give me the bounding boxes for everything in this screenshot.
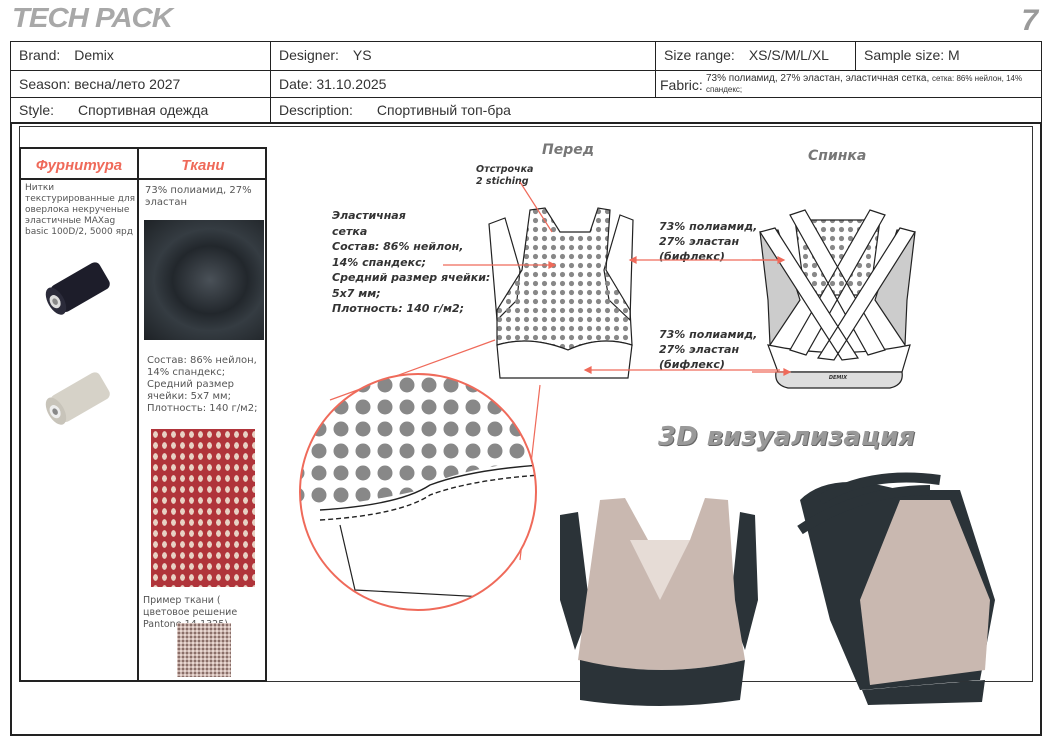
- season-value: весна/лето 2027: [74, 76, 181, 92]
- content-frame: [10, 122, 1042, 736]
- fabric1-description: 73% полиамид, 27% эластан: [145, 185, 252, 208]
- style-cell: Style: Спортивная одежда: [10, 97, 271, 123]
- sample-size-label: Sample size:: [864, 47, 945, 63]
- style-label: Style:: [19, 102, 55, 118]
- style-value: Спортивная одежда: [78, 102, 209, 118]
- demix-logo: DEMIX: [829, 375, 848, 381]
- page-number: 7: [1021, 4, 1038, 37]
- detail-magnifier: [300, 374, 536, 610]
- mesh-note-line: 14% спандекс;: [332, 255, 427, 269]
- designer-value: YS: [352, 47, 372, 63]
- 3d-render-back: [797, 472, 995, 705]
- designer-label: Designer:: [279, 47, 339, 63]
- back-label: Спинка: [808, 148, 867, 164]
- 3d-render-front: [560, 498, 758, 706]
- front-sketch: [488, 207, 634, 379]
- mesh-note-line: Средний размер ячейки:: [332, 271, 491, 284]
- fabric-value: 73% полиамид, 27% эластан, эластичная се…: [706, 73, 930, 84]
- black-thread-spool-image: [45, 262, 110, 315]
- fabrics-header: Ткани: [181, 157, 225, 174]
- size-range-value: XS/S/M/L/XL: [748, 47, 829, 63]
- season-label: Season:: [19, 76, 71, 92]
- mesh-note-line: Плотность: 140 г/м2;: [332, 302, 465, 315]
- brand-label: Brand:: [19, 47, 61, 63]
- description-label: Description:: [279, 102, 353, 118]
- sample-size-value: M: [948, 47, 960, 63]
- mesh-note-line: Состав: 86% нейлон,: [332, 240, 464, 253]
- mesh-note-line: 5х7 мм;: [332, 286, 381, 300]
- page-title: TECH PACK: [12, 2, 173, 33]
- 3d-visualization-title: 3D визуализация: [658, 422, 916, 452]
- red-mesh-swatch-image: [151, 429, 255, 587]
- fabric-note-band: 73% полиамид, 27% эластан (бифлекс): [659, 328, 758, 371]
- pantone-mesh-swatch-image: [177, 623, 231, 677]
- materials-table: Фурнитура Ткани Нитки текстурированные д…: [19, 147, 267, 682]
- mesh-note-line: сетка: [332, 224, 368, 238]
- fabric-label: Fabric:: [660, 77, 703, 93]
- fabric2-description: Состав: 86% нейлон, 14% спандекс; Средни…: [147, 355, 258, 414]
- back-sketch: [759, 209, 916, 389]
- thread-description: Нитки текстурированные для оверлока некр…: [25, 183, 135, 237]
- stitching-note: Отстрочка 2 stiching: [476, 164, 534, 187]
- front-label: Перед: [542, 142, 595, 158]
- date-label: Date:: [279, 76, 313, 92]
- mesh-note-line: Эластичная: [332, 209, 406, 222]
- fabric-mesh-value: сетка: 86% нейлон, 14% спандекс;: [706, 74, 1023, 94]
- brand-value: Demix: [74, 47, 114, 63]
- beige-thread-spool-image: [45, 372, 110, 425]
- description-value: Спортивный топ-бра: [376, 102, 511, 118]
- date-value: 31.10.2025: [316, 76, 387, 92]
- size-range-label: Size range:: [664, 47, 735, 63]
- trims-header: Фурнитура: [35, 157, 123, 174]
- black-fabric-swatch-image: [144, 220, 264, 340]
